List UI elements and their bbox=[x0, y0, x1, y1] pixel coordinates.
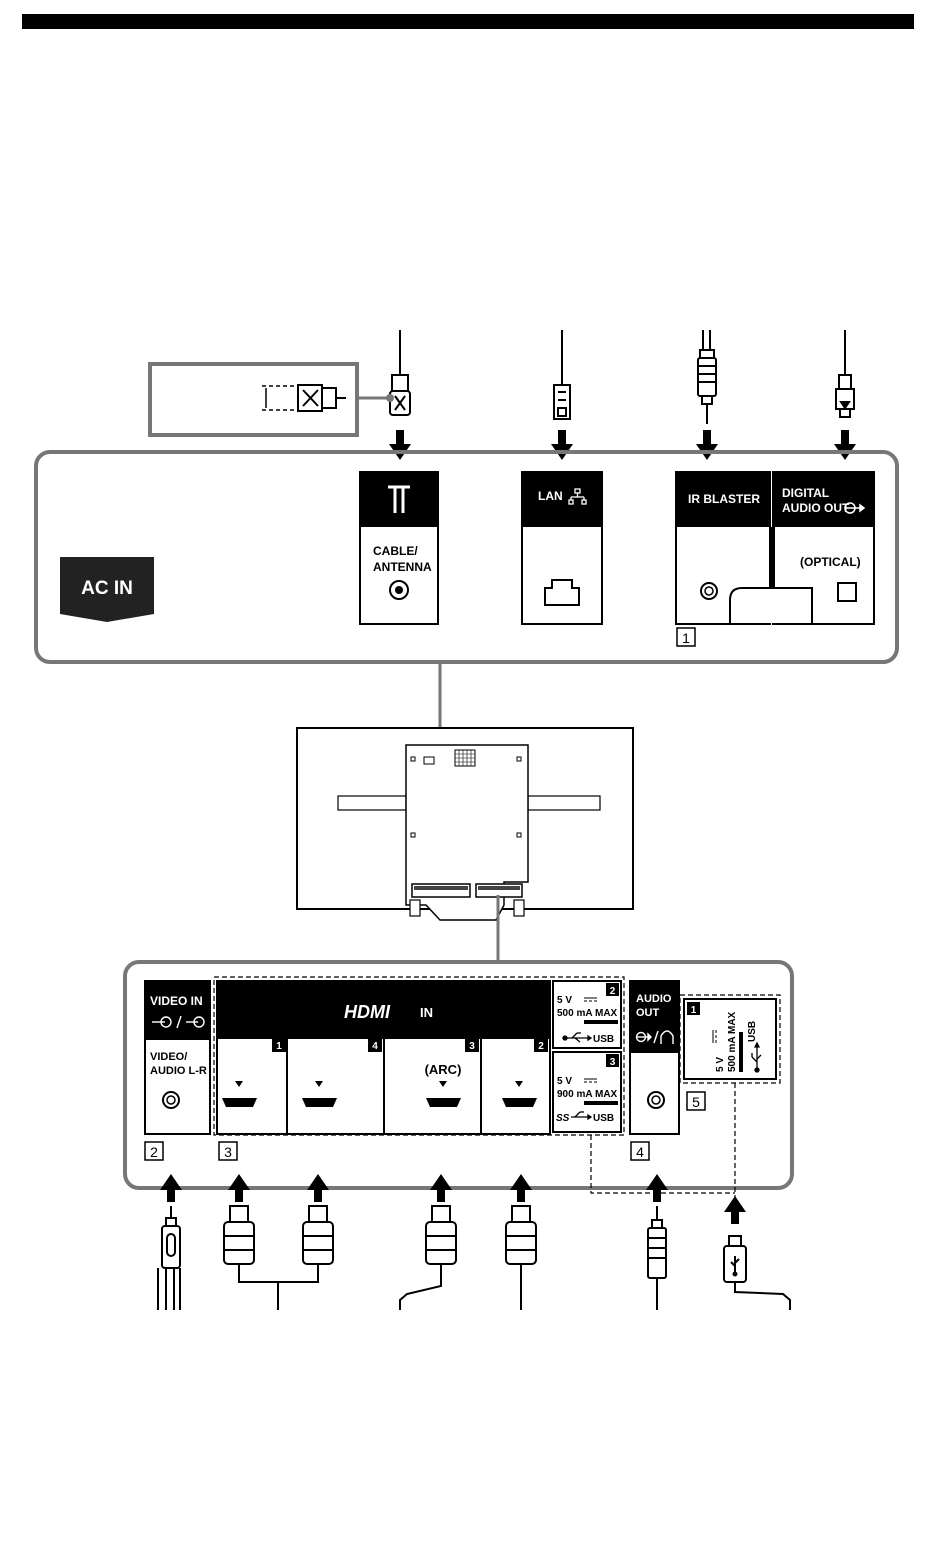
svg-text:4: 4 bbox=[636, 1144, 644, 1160]
svg-text:3: 3 bbox=[224, 1144, 232, 1160]
av-plug bbox=[158, 1206, 180, 1310]
svg-text:5 V: 5 V bbox=[715, 1057, 726, 1072]
svg-text:IN: IN bbox=[420, 1005, 433, 1020]
svg-text:OUT: OUT bbox=[636, 1007, 660, 1019]
lan-plug bbox=[554, 385, 570, 419]
svg-text:900 mA MAX: 900 mA MAX bbox=[557, 1089, 618, 1100]
svg-text:500 mA MAX: 500 mA MAX bbox=[727, 1011, 738, 1072]
callout-1: 1 bbox=[677, 628, 695, 646]
callout-3: 3 bbox=[219, 1142, 237, 1160]
ir-blaster-plug bbox=[698, 350, 716, 424]
svg-text:IR BLASTER: IR BLASTER bbox=[688, 492, 760, 506]
svg-text:AUDIO OUT: AUDIO OUT bbox=[782, 501, 850, 515]
callout-2: 2 bbox=[145, 1142, 163, 1160]
svg-text:2: 2 bbox=[538, 1041, 544, 1052]
audio-out-port[interactable]: AUDIO OUT bbox=[630, 981, 679, 1134]
svg-text:2: 2 bbox=[150, 1144, 158, 1160]
hdmi-logo: HDMI bbox=[344, 1002, 391, 1022]
optical-plug bbox=[836, 375, 854, 417]
svg-text:500 mA MAX: 500 mA MAX bbox=[557, 1008, 618, 1019]
coax-connector bbox=[390, 375, 410, 415]
svg-text:ANTENNA: ANTENNA bbox=[373, 560, 432, 574]
svg-text:AC IN: AC IN bbox=[81, 578, 133, 599]
svg-text:SS: SS bbox=[556, 1113, 570, 1124]
svg-text:USB: USB bbox=[747, 1021, 758, 1042]
svg-text:AUDIO L-R: AUDIO L-R bbox=[150, 1065, 207, 1077]
callout-5: 5 bbox=[687, 1092, 705, 1110]
svg-text:(OPTICAL): (OPTICAL) bbox=[800, 555, 861, 569]
svg-text:5 V: 5 V bbox=[557, 995, 572, 1006]
svg-text:LAN: LAN bbox=[538, 489, 563, 503]
svg-text:1: 1 bbox=[682, 630, 690, 646]
video-in-port[interactable]: VIDEO IN VIDEO/ AUDIO L-R bbox=[145, 981, 210, 1134]
usb-port-1[interactable]: 1 5 V 500 mA MAX USB bbox=[684, 999, 776, 1079]
tv-rear-view bbox=[297, 728, 633, 920]
svg-text:2: 2 bbox=[610, 986, 616, 997]
callout-4: 4 bbox=[631, 1142, 649, 1160]
hdmi-plugs bbox=[224, 1206, 536, 1310]
header-bar bbox=[22, 14, 914, 29]
svg-text:3: 3 bbox=[469, 1041, 475, 1052]
svg-text:(ARC): (ARC) bbox=[425, 1062, 462, 1077]
cable-antenna-port[interactable]: CABLE/ ANTENNA bbox=[360, 472, 438, 624]
svg-text:4: 4 bbox=[372, 1041, 378, 1052]
ac-in-label: AC IN bbox=[60, 557, 154, 622]
usb-port-2[interactable]: 2 5 V 500 mA MAX USB bbox=[553, 981, 621, 1048]
svg-text:5 V: 5 V bbox=[557, 1076, 572, 1087]
hdmi-in-panel: HDMI IN bbox=[217, 981, 550, 1134]
lan-port[interactable]: LAN bbox=[522, 472, 602, 624]
svg-text:5: 5 bbox=[692, 1094, 700, 1110]
coax-detail-inset bbox=[150, 364, 394, 435]
headphone-plug bbox=[648, 1206, 666, 1310]
svg-text:USB: USB bbox=[593, 1113, 614, 1124]
svg-text:USB: USB bbox=[593, 1034, 614, 1045]
usb-plug bbox=[724, 1236, 790, 1310]
top-cables bbox=[400, 330, 845, 385]
ir-blaster-port[interactable]: IR BLASTER bbox=[676, 472, 770, 624]
svg-text:DIGITAL: DIGITAL bbox=[782, 486, 829, 500]
svg-text:1: 1 bbox=[691, 1005, 697, 1016]
svg-text:3: 3 bbox=[610, 1057, 616, 1068]
svg-text:VIDEO IN: VIDEO IN bbox=[150, 994, 203, 1008]
svg-text:VIDEO/: VIDEO/ bbox=[150, 1051, 187, 1063]
top-arrows bbox=[389, 430, 856, 460]
svg-text:AUDIO: AUDIO bbox=[636, 993, 672, 1005]
svg-text:1: 1 bbox=[276, 1041, 282, 1052]
usb-port-3[interactable]: 3 5 V 900 mA MAX SS USB bbox=[553, 1052, 621, 1132]
svg-text:CABLE/: CABLE/ bbox=[373, 544, 418, 558]
